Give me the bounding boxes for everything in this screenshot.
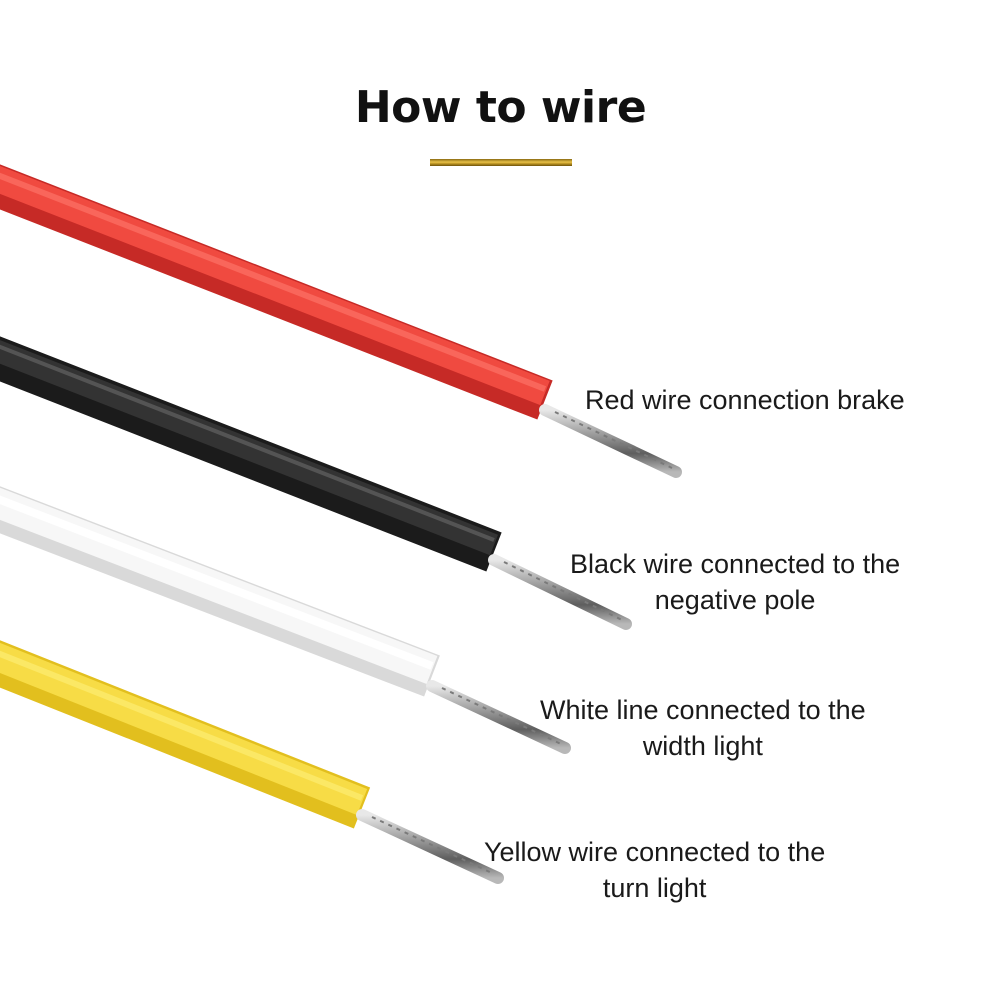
black-wire-label: Black wire connected to the negative pol… bbox=[570, 549, 901, 615]
red-wire bbox=[0, 164, 682, 478]
black-wire bbox=[0, 336, 632, 630]
red-wire-label: Red wire connection brake bbox=[585, 385, 905, 415]
white-wire bbox=[0, 486, 571, 754]
page-title: How to wire bbox=[354, 82, 647, 133]
title-underline bbox=[430, 159, 572, 166]
yellow-wire-label: Yellow wire connected to the turn light bbox=[484, 837, 826, 903]
white-wire-label: White line connected to the width light bbox=[540, 695, 866, 761]
yellow-wire bbox=[0, 640, 504, 884]
